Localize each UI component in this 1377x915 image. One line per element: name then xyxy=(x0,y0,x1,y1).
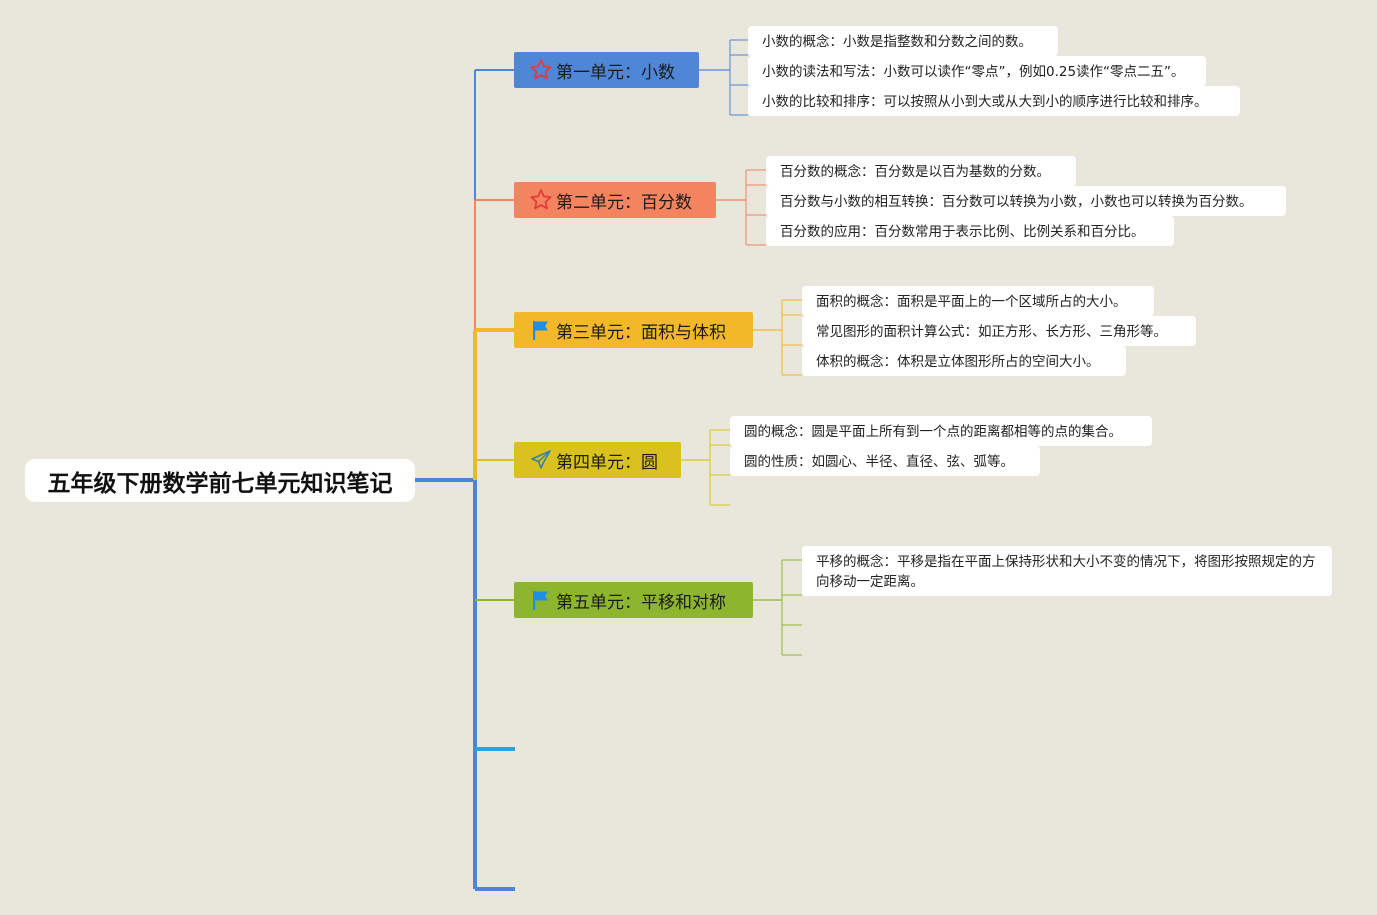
unit-node-3[interactable]: 第三单元：面积与体积 xyxy=(514,312,753,348)
leaf-note-2-1[interactable]: 百分数的概念：百分数是以百为基数的分数。 xyxy=(766,156,1076,186)
leaf-note-3-2[interactable]: 常见图形的面积计算公式：如正方形、长方形、三角形等。 xyxy=(802,316,1196,346)
unit-label: 第五单元：平移和对称 xyxy=(556,592,726,613)
unit-node-5[interactable]: 第五单元：平移和对称 xyxy=(514,582,753,618)
unit-node-2[interactable]: 第二单元：百分数 xyxy=(514,182,716,218)
paper-plane-icon xyxy=(528,447,554,473)
root-node[interactable]: 五年级下册数学前七单元知识笔记 xyxy=(25,459,415,502)
star-icon xyxy=(528,187,554,213)
flag-icon xyxy=(528,587,554,613)
leaf-note-5-1[interactable]: 平移的概念：平移是指在平面上保持形状和大小不变的情况下，将图形按照规定的方向移动… xyxy=(802,546,1332,596)
leaf-note-2-2[interactable]: 百分数与小数的相互转换：百分数可以转换为小数，小数也可以转换为百分数。 xyxy=(766,186,1286,216)
leaf-note-4-1[interactable]: 圆的概念：圆是平面上所有到一个点的距离都相等的点的集合。 xyxy=(730,416,1152,446)
leaf-note-1-2[interactable]: 小数的读法和写法：小数可以读作“零点”，例如0.25读作“零点二五”。 xyxy=(748,56,1206,86)
leaf-note-3-1[interactable]: 面积的概念：面积是平面上的一个区域所占的大小。 xyxy=(802,286,1154,316)
leaf-note-1-3[interactable]: 小数的比较和排序：可以按照从小到大或从大到小的顺序进行比较和排序。 xyxy=(748,86,1240,116)
leaf-note-1-1[interactable]: 小数的概念：小数是指整数和分数之间的数。 xyxy=(748,26,1058,56)
unit-label: 第四单元：圆 xyxy=(556,452,658,473)
unit-node-4[interactable]: 第四单元：圆 xyxy=(514,442,681,478)
unit-label: 第二单元：百分数 xyxy=(556,192,692,213)
unit-node-1[interactable]: 第一单元：小数 xyxy=(514,52,699,88)
unit-label: 第三单元：面积与体积 xyxy=(556,322,726,343)
unit-label: 第一单元：小数 xyxy=(556,62,675,83)
leaf-note-4-2[interactable]: 圆的性质：如圆心、半径、直径、弦、弧等。 xyxy=(730,446,1040,476)
star-icon xyxy=(528,57,554,83)
flag-icon xyxy=(528,317,554,343)
root-title: 五年级下册数学前七单元知识笔记 xyxy=(47,470,393,497)
leaf-note-2-3[interactable]: 百分数的应用：百分数常用于表示比例、比例关系和百分比。 xyxy=(766,216,1174,246)
leaf-note-3-3[interactable]: 体积的概念：体积是立体图形所占的空间大小。 xyxy=(802,346,1126,376)
